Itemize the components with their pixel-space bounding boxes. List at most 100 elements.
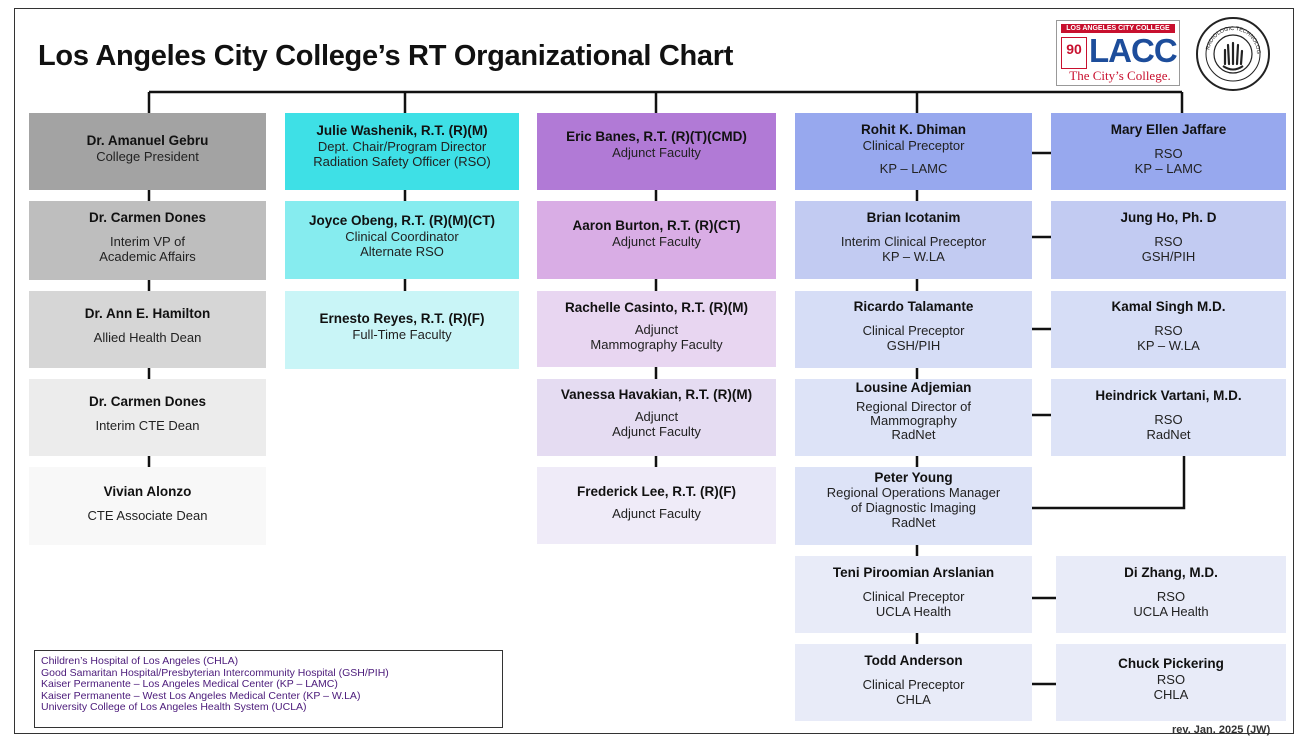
role-line: RSO [1154,411,1183,427]
box-lousine-adjemian: Lousine Adjemian Regional Director of Ma… [795,379,1032,456]
person-name: Vanessa Havakian, R.T. (R)(M) [560,387,753,402]
role-line: Interim CTE Dean [95,417,200,433]
role-line: Allied Health Dean [93,329,202,345]
role-line: Adjunct Faculty [612,505,701,521]
person-name: Rachelle Casinto, R.T. (R)(M) [564,300,748,315]
role-line: Clinical Preceptor [862,676,965,692]
role-line: RadNet [1146,427,1191,442]
box-frederick-lee: Frederick Lee, R.T. (R)(F) Adjunct Facul… [537,467,776,544]
role-line: Adjunct Faculty [612,144,701,160]
legend-item: Good Samaritan Hospital/Presbyterian Int… [41,666,389,679]
logo-tagline: The City’s College. [1069,68,1171,83]
logo-top-text: LOS ANGELES CITY COLLEGE [1061,24,1175,33]
box-joyce-obeng: Joyce Obeng, R.T. (R)(M)(CT) Clinical Co… [285,201,519,279]
role-line: GSH/PIH [1141,249,1196,264]
box-ricardo-talamante: Ricardo Talamante Clinical Preceptor GSH… [795,291,1032,368]
box-heindrick-vartani: Heindrick Vartani, M.D. RSO RadNet [1051,379,1286,456]
person-name: Ernesto Reyes, R.T. (R)(F) [319,311,485,326]
person-name: Julie Washenik, R.T. (R)(M) [316,123,488,138]
logo-ninety-badge: 90 [1061,37,1087,69]
box-amanuel-gebru: Dr. Amanuel Gebru College President [29,113,266,190]
box-ernesto-reyes: Ernesto Reyes, R.T. (R)(F) Full-Time Fac… [285,291,519,369]
role-line: UCLA Health [1133,604,1209,619]
box-rohit-dhiman: Rohit K. Dhiman Clinical Preceptor KP – … [795,113,1032,190]
legend-item: University College of Los Angeles Health… [41,701,307,713]
role-line: RSO [1154,322,1183,338]
role-line: RSO [1154,145,1183,161]
logo-name: LACC [1089,32,1178,69]
role-line: of Diagnostic Imaging [850,500,976,515]
person-name: Frederick Lee, R.T. (R)(F) [576,484,737,499]
role-line: UCLA Health [875,604,952,619]
role-line: CHLA [1153,687,1189,702]
person-name: Ricardo Talamante [853,299,974,314]
box-aaron-burton: Aaron Burton, R.T. (R)(CT) Adjunct Facul… [537,201,776,279]
person-name: Jung Ho, Ph. D [1120,210,1217,225]
person-name: Joyce Obeng, R.T. (R)(M)(CT) [309,213,495,228]
person-name: Rohit K. Dhiman [861,122,966,137]
box-chuck-pickering: Chuck Pickering RSO CHLA [1056,644,1286,721]
role-line: Regional Director of [856,399,971,414]
box-mary-ellen-jaffare: Mary Ellen Jaffare RSO KP – LAMC [1051,113,1286,190]
role-line: Adjunct Faculty [612,233,701,249]
person-name: Brian Icotanim [866,210,961,225]
role-line: Interim VP of [110,233,185,249]
box-teni-arslanian: Teni Piroomian Arslanian Clinical Precep… [795,556,1032,633]
person-name: Aaron Burton, R.T. (R)(CT) [572,218,741,233]
role-line: Dept. Chair/Program Director [317,138,487,154]
box-di-zhang: Di Zhang, M.D. RSO UCLA Health [1056,556,1286,633]
role-line: KP – LAMC [879,161,948,176]
role-line: Clinical Preceptor [862,588,965,604]
role-line: Radiation Safety Officer (RSO) [313,154,491,169]
person-name: Vivian Alonzo [103,484,192,499]
person-name: Peter Young [874,470,953,485]
box-carmen-dones-vp: Dr. Carmen Dones Interim VP of Academic … [29,201,266,280]
legend-item: Children’s Hospital of Los Angeles (CHLA… [41,655,239,667]
role-line: RadNet [891,515,936,530]
box-julie-washenik: Julie Washenik, R.T. (R)(M) Dept. Chair/… [285,113,519,190]
legend-item: Kaiser Permanente – West Los Angeles Med… [41,689,361,702]
box-vanessa-havakian: Vanessa Havakian, R.T. (R)(M) Adjunct Ad… [537,379,776,456]
box-jung-ho: Jung Ho, Ph. D RSO GSH/PIH [1051,201,1286,279]
person-name: Kamal Singh M.D. [1111,299,1226,314]
box-todd-anderson: Todd Anderson Clinical Preceptor CHLA [795,644,1032,721]
box-vivian-alonzo: Vivian Alonzo CTE Associate Dean [29,467,266,545]
legend-item: Kaiser Permanente – Los Angeles Medical … [41,678,338,690]
role-line: Alternate RSO [360,244,444,259]
role-line: Mammography [870,413,957,428]
role-line: CTE Associate Dean [87,507,208,523]
person-name: Dr. Amanuel Gebru [86,133,209,148]
role-line: RSO [1154,233,1183,249]
role-line: Interim Clinical Preceptor [840,233,987,249]
role-line: KP – W.LA [1137,338,1200,353]
slide-frame [14,8,1294,734]
person-name: Chuck Pickering [1118,656,1224,671]
role-line: CHLA [896,692,931,707]
role-line: Clinical Preceptor [862,137,965,153]
role-line: Mammography Faculty [590,337,723,352]
role-line: Academic Affairs [99,249,196,264]
role-line: Regional Operations Manager [826,485,1001,500]
role-line: RSO [1156,671,1186,687]
revision-note: rev. Jan. 2025 (JW) [1172,724,1271,736]
role-line: KP – LAMC [1134,161,1203,176]
role-line: Clinical Preceptor [862,322,965,338]
hospital-legend: Children’s Hospital of Los Angeles (CHLA… [34,650,503,728]
role-line: Full-Time Faculty [352,326,452,342]
box-eric-banes: Eric Banes, R.T. (R)(T)(CMD) Adjunct Fac… [537,113,776,190]
person-name: Dr. Ann E. Hamilton [84,306,211,321]
role-line: College President [96,148,199,164]
radiologic-technology-seal: RADIOLOGIC TECHNOLOGY [1195,16,1270,91]
lacc-logo: LOS ANGELES CITY COLLEGE 90 LACC The Cit… [1056,20,1180,86]
person-name: Todd Anderson [864,653,963,668]
box-kamal-singh: Kamal Singh M.D. RSO KP – W.LA [1051,291,1286,368]
person-name: Heindrick Vartani, M.D. [1095,388,1242,403]
person-name: Teni Piroomian Arslanian [832,565,995,580]
role-line: Adjunct [634,408,679,424]
chart-title: Los Angeles City College’s RT Organizati… [38,40,734,72]
role-line: Clinical Coordinator [345,228,459,244]
role-line: RadNet [891,427,936,442]
box-peter-young: Peter Young Regional Operations Manager … [795,467,1032,545]
role-line: Adjunct [634,321,679,337]
